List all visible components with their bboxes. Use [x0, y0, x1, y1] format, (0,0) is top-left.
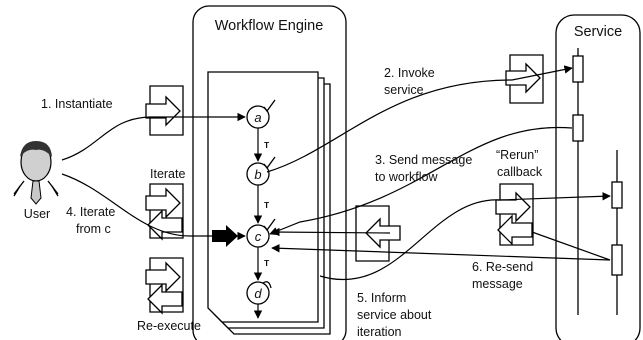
step-label-2-line1: 2. Invoke	[384, 66, 435, 80]
transition-mark-ab: T	[264, 140, 270, 150]
flow-inform-service-2	[271, 227, 391, 237]
svg-text:a: a	[254, 110, 261, 125]
transition-mark-cd: T	[264, 258, 270, 268]
step-label-5-line2: service about	[357, 308, 432, 322]
callback-label: callback	[497, 165, 543, 179]
node-c-check-icon	[263, 218, 276, 232]
svg-text:c: c	[255, 229, 262, 244]
step-label-4-line2: from c	[76, 222, 111, 236]
step-label-6-line2: message	[472, 277, 523, 291]
step-label-3-line2: to workflow	[375, 170, 438, 184]
re-execute-label: Re-execute	[137, 319, 201, 333]
transition-mark-bc: T	[264, 200, 270, 210]
step-label-5-line1: 5. Inform	[357, 291, 406, 305]
node-transitions: T T T	[253, 128, 270, 319]
instantiate-port-icon	[145, 85, 184, 136]
workflow-document-stack	[207, 71, 331, 335]
re-execute-port-icon	[145, 257, 184, 315]
step-label-1: 1. Instantiate	[41, 97, 113, 111]
step-label-4-line1: 4. Iterate	[66, 205, 115, 219]
iterate-label: Iterate	[150, 167, 185, 181]
flow-rerun-callback	[271, 231, 611, 261]
service-invoke-port-icon	[505, 54, 544, 104]
flow-invoke-service	[266, 65, 573, 173]
service-title: Service	[574, 24, 622, 40]
svg-text:d: d	[254, 286, 262, 301]
step-label-2-line2: service	[384, 83, 424, 97]
service-box	[555, 14, 641, 340]
workflow-engine-title: Workflow Engine	[215, 18, 324, 34]
flow-iterate	[61, 173, 246, 241]
iterate-port-icon	[145, 183, 184, 241]
flow-inform-service	[319, 192, 611, 281]
step-label-5-line3: iteration	[357, 325, 402, 339]
node-b-check-icon	[263, 156, 276, 170]
flow-send-message	[269, 126, 573, 236]
service-lifelines	[572, 48, 623, 315]
flow-instantiate	[61, 112, 246, 161]
node-a-check-icon	[263, 99, 276, 113]
step-label-6-line1: 6. Re-send	[472, 260, 533, 274]
node-d-pending-icon	[262, 281, 272, 289]
svg-text:b: b	[254, 167, 261, 182]
step-label-3-line1: 3. Send message	[375, 153, 472, 167]
message-flows	[61, 65, 611, 281]
rerun-label: “Rerun”	[496, 148, 538, 162]
user-actor-icon	[13, 141, 59, 205]
user-label: User	[24, 207, 50, 221]
node-b: b	[246, 156, 276, 186]
rerun-callback-port-icon	[495, 183, 534, 246]
node-c: c	[246, 218, 276, 248]
